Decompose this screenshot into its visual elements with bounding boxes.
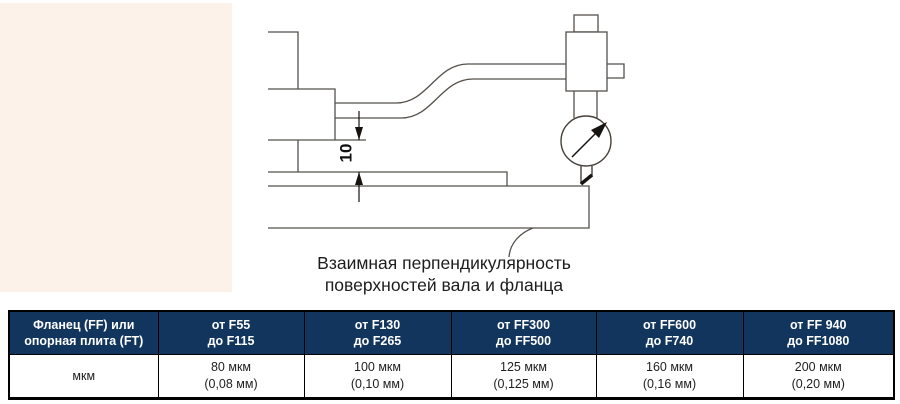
header-text: от F55 bbox=[211, 317, 251, 332]
dimension-10: 10 bbox=[336, 111, 363, 202]
cell-text: 80 мкм bbox=[210, 360, 252, 375]
table-data-cell-unit: мкм bbox=[8, 354, 159, 399]
table-header-cell-ff600: от FF600 до F740 bbox=[595, 310, 744, 355]
cell-text: (0,20 мм) bbox=[791, 377, 845, 391]
cell-text: (0,08 мм) bbox=[204, 377, 258, 391]
header-text: до FF500 bbox=[495, 334, 552, 348]
cell-text: (0,16 мм) bbox=[642, 377, 697, 391]
cell-text: 100 мкм bbox=[354, 360, 401, 375]
figure-caption: Взаимная перпендикулярность поверхностей… bbox=[244, 252, 644, 296]
dial-indicator bbox=[560, 91, 612, 186]
header-text: до F740 bbox=[645, 334, 694, 348]
cell-text: мкм bbox=[72, 368, 96, 383]
table-data-cell-f130: 100 мкм (0,10 мм) bbox=[303, 354, 452, 399]
table-data-cell-ff300: 125 мкм (0,125 мм) bbox=[450, 354, 597, 399]
header-text: от F130 bbox=[354, 317, 401, 332]
probe-tip bbox=[580, 166, 593, 184]
cell-text: 125 мкм bbox=[500, 360, 547, 375]
table-data-cell-f55: 80 мкм (0,08 мм) bbox=[157, 354, 305, 399]
header-text: от FF300 bbox=[496, 317, 551, 332]
header-text: от FF600 bbox=[642, 317, 697, 332]
header-text: Фланец (FF) или bbox=[33, 317, 135, 332]
table-data-row: мкм 80 мкм (0,08 мм) 100 мкм (0,10 мм) 1… bbox=[8, 354, 895, 399]
figure-caption-line1: Взаимная перпендикулярность bbox=[317, 253, 571, 273]
header-text: до F115 bbox=[207, 334, 255, 348]
dial-needle bbox=[571, 131, 598, 158]
table-header-cell-ff300: от FF300 до FF500 bbox=[450, 310, 597, 355]
table-header-row: Фланец (FF) или опорная плита (FT) от F5… bbox=[8, 310, 895, 355]
shaft-arm bbox=[335, 63, 625, 119]
dial-face bbox=[560, 115, 612, 167]
cell-text: 200 мкм bbox=[794, 360, 842, 375]
table-header-cell-f130: от F130 до F265 bbox=[303, 310, 452, 355]
header-text: до FF1080 bbox=[787, 334, 850, 348]
table-header-cell-flange: Фланец (FF) или опорная плита (FT) bbox=[8, 310, 159, 355]
header-text: опорная плита (FT) bbox=[24, 334, 144, 348]
header-text: до F265 bbox=[353, 334, 402, 348]
header-text: от FF 940 bbox=[789, 317, 847, 332]
dimension-label: 10 bbox=[336, 144, 355, 163]
table-data-cell-ff940: 200 мкм (0,20 мм) bbox=[742, 354, 895, 399]
technical-drawing: 10 bbox=[268, 14, 625, 258]
probe-tip-chisel bbox=[579, 173, 594, 186]
figure-caption-line2: поверхностей вала и фланца bbox=[324, 275, 564, 295]
table-header-cell-ff940: от FF 940 до FF1080 bbox=[742, 310, 895, 355]
cell-text: (0,125 мм) bbox=[493, 377, 554, 391]
cell-text: (0,10 мм) bbox=[350, 377, 405, 391]
table-data-cell-ff600: 160 мкм (0,16 мм) bbox=[595, 354, 744, 399]
leader-line bbox=[508, 227, 534, 258]
table-header-cell-f55: от F55 до F115 bbox=[157, 310, 305, 355]
tolerance-table: Фланец (FF) или опорная плита (FT) от F5… bbox=[8, 310, 895, 400]
indicator-holder bbox=[565, 14, 608, 92]
motor-and-plate-outline bbox=[268, 31, 590, 229]
left-panel-background bbox=[0, 3, 232, 292]
dial-needle-arrowhead bbox=[591, 122, 607, 138]
cell-text: 160 мкм bbox=[646, 360, 693, 375]
